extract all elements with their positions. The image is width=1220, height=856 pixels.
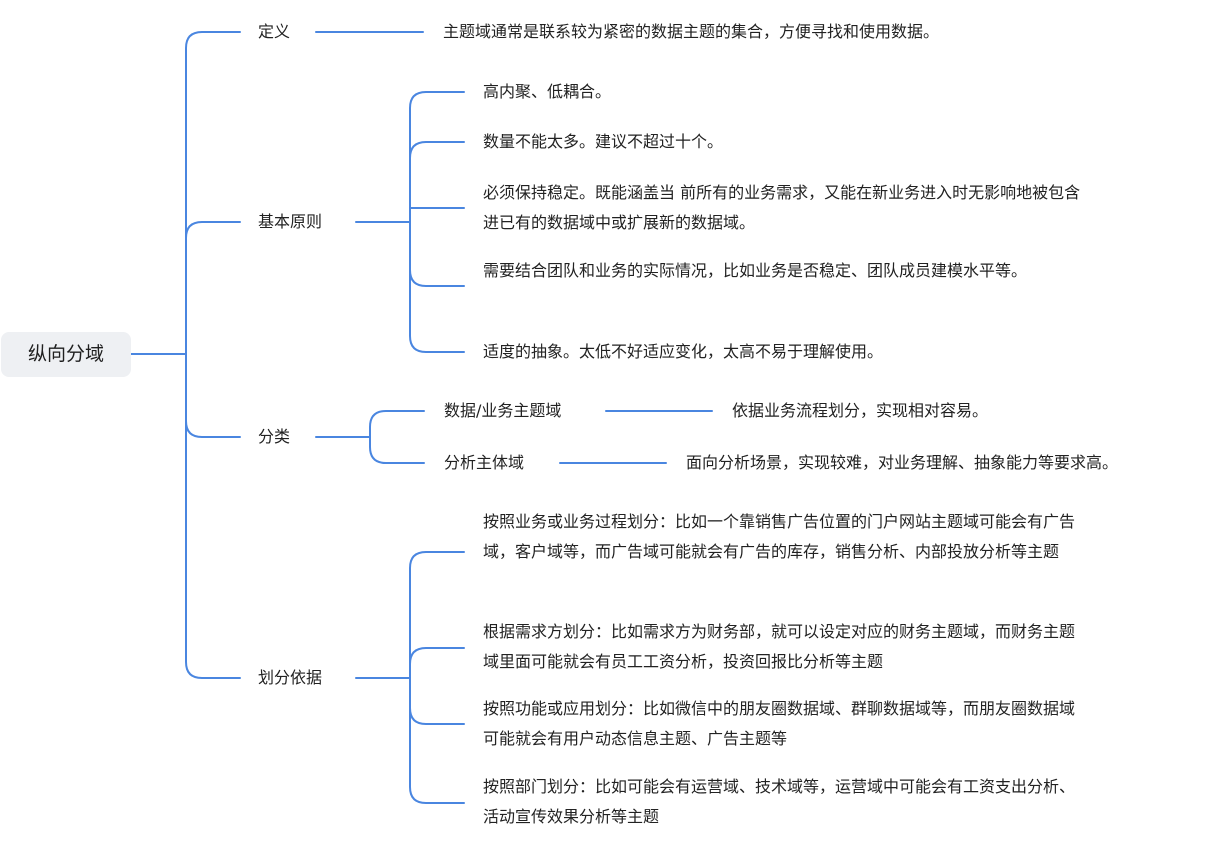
- principle-item[interactable]: 适度的抽象。太低不好适应变化，太高不易于理解使用。: [483, 342, 884, 361]
- principle-item[interactable]: 高内聚、低耦合。: [483, 82, 612, 101]
- branch-basic-principles[interactable]: 基本原则: [258, 212, 323, 231]
- class-data-business-detail[interactable]: 依据业务流程划分，实现相对容易。: [732, 401, 989, 420]
- edge-basis-3: [409, 677, 465, 725]
- branch-definition[interactable]: 定义: [258, 22, 291, 41]
- edge-principle-1: [409, 91, 465, 223]
- class-analysis-detail[interactable]: 面向分析场景，实现较难，对业务理解、抽象能力等要求高。: [686, 453, 1119, 472]
- edge-class-1: [369, 410, 425, 438]
- basis-item[interactable]: 按照部门划分：比如可能会有运营域、技术域等，运营域中可能会有工资支出分析、活动宣…: [483, 777, 1076, 826]
- basis-item[interactable]: 根据需求方划分：比如需求方为财务部，就可以设定对应的财务主题域，而财务主题域里面…: [483, 622, 1076, 671]
- edge-basis-4: [409, 677, 465, 804]
- basis-item[interactable]: 按照业务或业务过程划分：比如一个靠销售广告位置的门户网站主题域可能会有广告域，客…: [483, 512, 1076, 561]
- edge-trunk-definition: [185, 31, 241, 355]
- class-data-business-domain[interactable]: 数据/业务主题域: [444, 401, 562, 420]
- edge-trunk-classification: [185, 353, 241, 438]
- edge-basis-2: [409, 647, 465, 679]
- branch-division-basis[interactable]: 划分依据: [258, 668, 323, 687]
- root-node[interactable]: 纵向分域: [1, 332, 131, 377]
- edge-trunk-basis: [185, 353, 241, 679]
- edge-principle-2: [409, 141, 465, 223]
- class-analysis-domain[interactable]: 分析主体域: [444, 453, 525, 472]
- principle-item[interactable]: 需要结合团队和业务的实际情况，比如业务是否稳定、团队成员建模水平等。: [483, 261, 1028, 280]
- branch-classification[interactable]: 分类: [258, 427, 291, 446]
- edge-class-2: [369, 436, 425, 464]
- definition-detail[interactable]: 主题域通常是联系较为紧密的数据主题的集合，方便寻找和使用数据。: [443, 22, 940, 41]
- principle-item[interactable]: 数量不能太多。建议不超过十个。: [483, 132, 724, 151]
- edge-basis-1: [409, 551, 465, 679]
- edge-trunk-principles: [185, 221, 241, 355]
- edge-principle-4: [409, 221, 465, 287]
- edge-principle-5: [409, 221, 465, 353]
- principle-item[interactable]: 必须保持稳定。既能涵盖当 前所有的业务需求，又能在新业务进入时无影响地被包含进已…: [483, 183, 1081, 232]
- basis-item[interactable]: 按照功能或应用划分：比如微信中的朋友圈数据域、群聊数据域等，而朋友圈数据域可能就…: [483, 699, 1076, 748]
